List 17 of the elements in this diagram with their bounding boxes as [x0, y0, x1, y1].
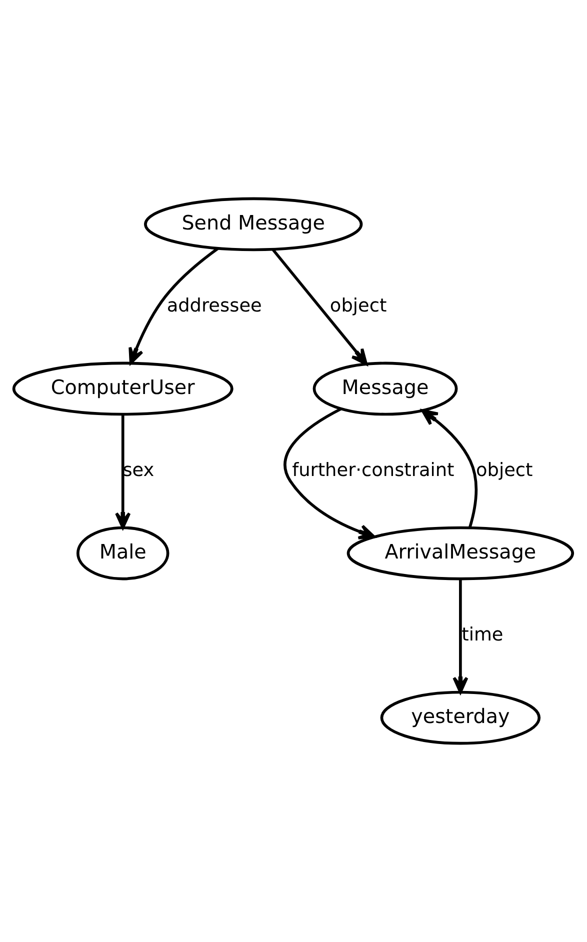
node-ellipse: yesterday	[380, 690, 541, 745]
edge-label: further·constraint	[292, 460, 454, 481]
arrow	[115, 414, 131, 530]
arrow	[452, 579, 468, 694]
node-ellipse: Message	[312, 362, 458, 416]
node-ellipse: Male	[76, 526, 170, 580]
node-ellipse: ArrivalMessage	[346, 526, 574, 580]
edge-label: time	[462, 624, 504, 646]
arrow	[272, 248, 368, 366]
node-ellipse: Send Message	[144, 197, 363, 252]
edge-label: object	[330, 295, 387, 316]
arrow	[284, 408, 376, 540]
node-ellipse: ComputerUser	[12, 362, 234, 416]
arrow	[128, 247, 219, 364]
edge-label: addressee	[166, 295, 262, 316]
arrow	[421, 409, 478, 528]
edge-label: object	[476, 460, 533, 481]
